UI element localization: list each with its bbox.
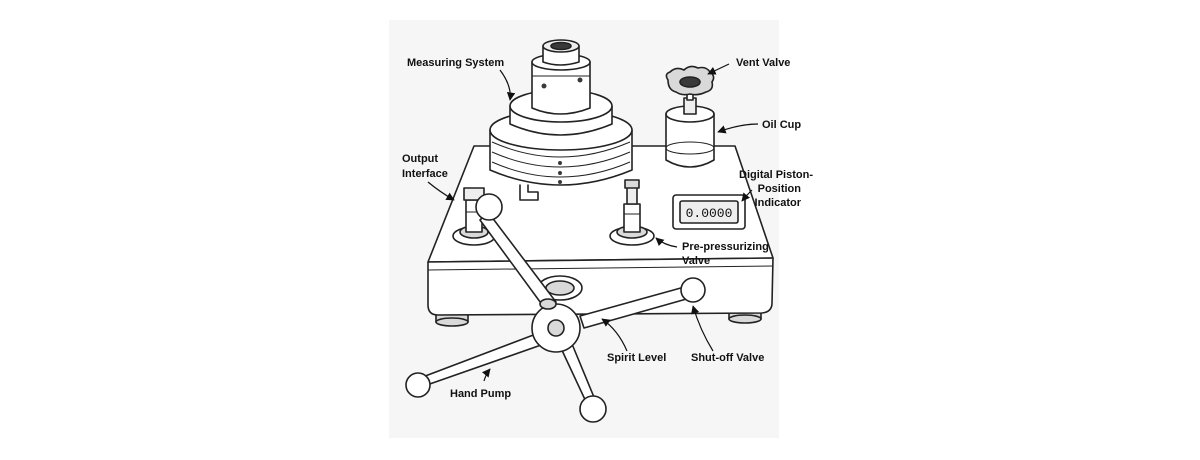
labels: Measuring System Vent Valve Oil Cup Outp… xyxy=(402,57,813,400)
label-spirit-level: Spirit Level xyxy=(607,352,666,364)
leader-output-interface xyxy=(427,181,455,201)
label-output-interface-line2: Interface xyxy=(402,168,448,180)
leader-measuring-system xyxy=(499,69,516,101)
oil-cup xyxy=(665,87,715,168)
vent-valve-knob xyxy=(665,65,715,96)
label-vent-valve: Vent Valve xyxy=(736,57,790,69)
label-digital-indicator-line1: Digital Piston- xyxy=(739,169,813,181)
leader-shutoff-valve xyxy=(691,305,714,352)
digital-indicator: 0.0000 xyxy=(672,194,746,230)
leader-vent-valve xyxy=(707,63,730,75)
label-pre-pressurizing-line1: Pre-pressurizing xyxy=(682,241,769,253)
label-digital-indicator-line3: Indicator xyxy=(755,197,802,209)
leader-lines xyxy=(427,63,759,382)
leader-oil-cup xyxy=(717,123,759,134)
indicator-reading: 0.0000 xyxy=(686,206,733,221)
label-digital-indicator-line2: Position xyxy=(758,183,802,195)
pre-pressurizing-valve xyxy=(609,179,655,246)
measuring-system xyxy=(489,39,633,201)
hand-pump xyxy=(405,193,706,423)
label-output-interface-line1: Output xyxy=(402,153,438,165)
output-interface xyxy=(452,187,496,246)
leader-hand-pump xyxy=(481,368,491,382)
leader-pre-pressurizing xyxy=(655,237,678,248)
label-pre-pressurizing-line2: Valve xyxy=(682,255,710,267)
leader-spirit-level xyxy=(601,318,628,352)
label-oil-cup: Oil Cup xyxy=(762,119,801,131)
leader-digital-indicator xyxy=(741,189,753,202)
label-measuring-system: Measuring System xyxy=(407,57,504,69)
label-hand-pump: Hand Pump xyxy=(450,388,511,400)
label-shutoff-valve: Shut-off Valve xyxy=(691,352,764,364)
